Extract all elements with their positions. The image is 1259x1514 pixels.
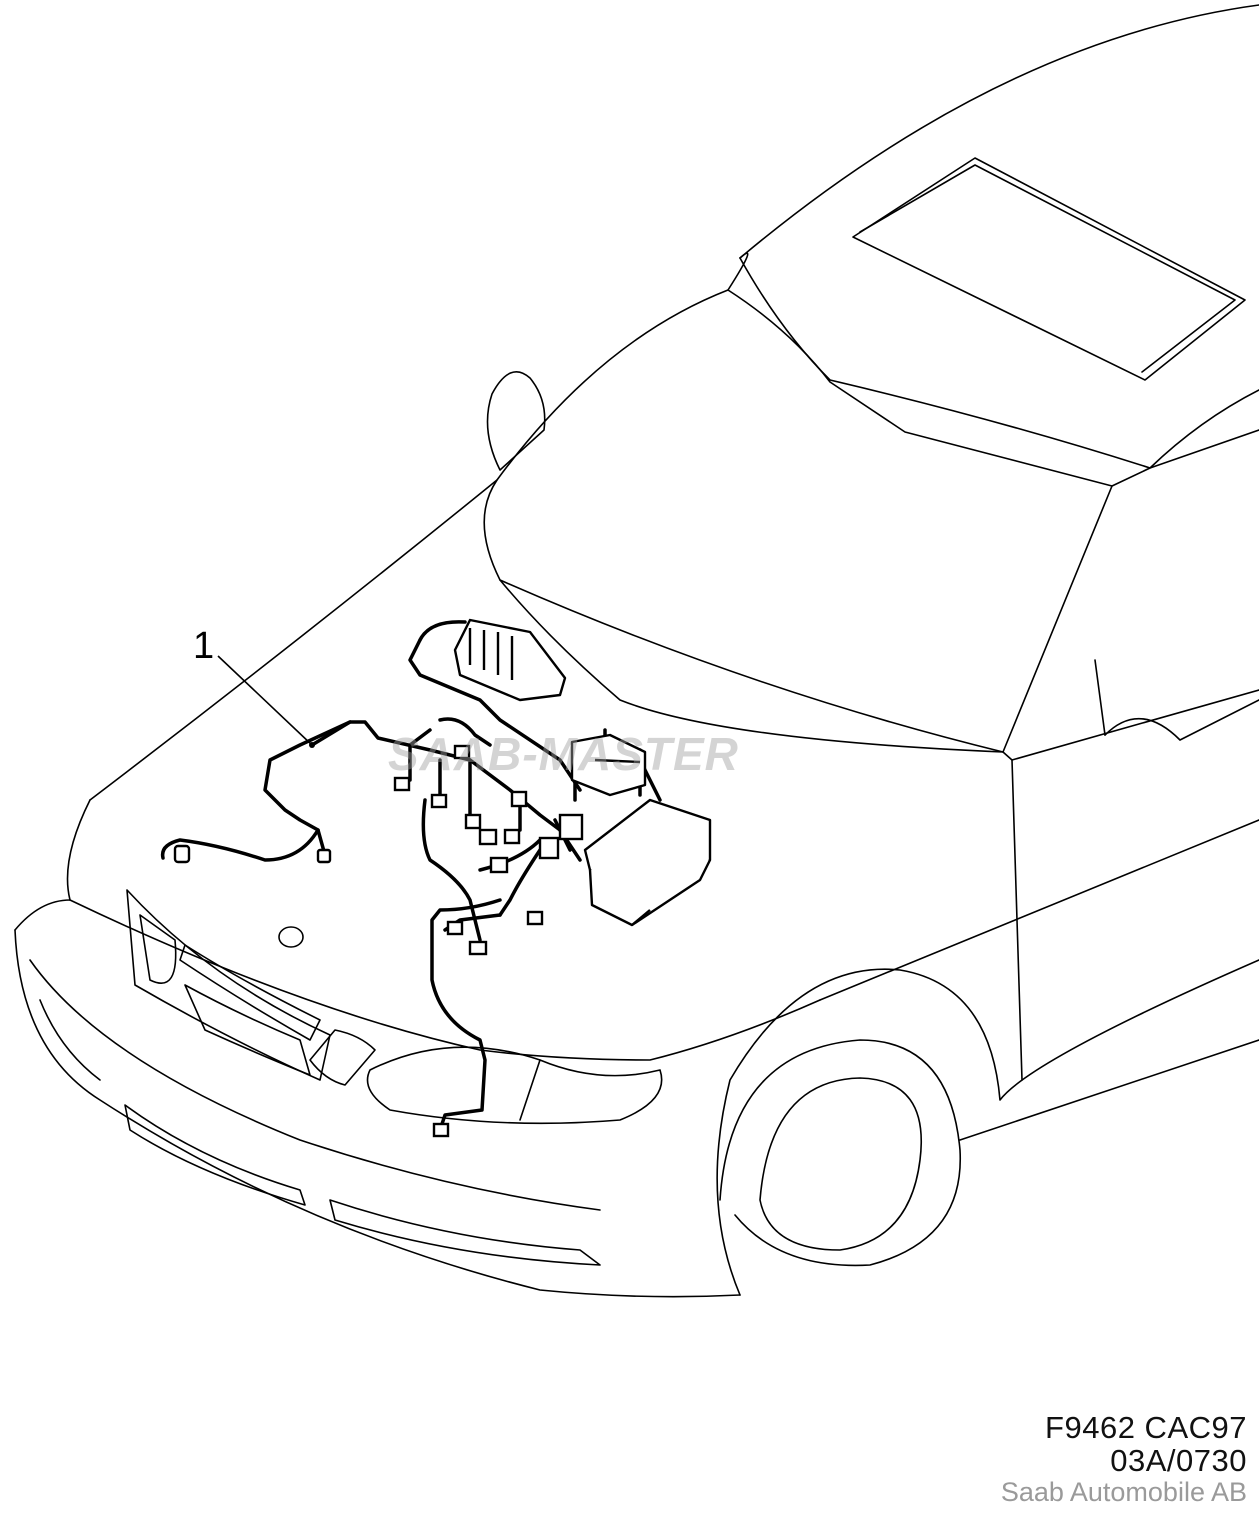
relay-box (570, 733, 647, 797)
engine-wiring-harness (160, 620, 662, 1132)
watermark: SAAB-MASTER (388, 728, 739, 780)
ignition-cover (453, 618, 567, 702)
figure-code: F9462 CAC97 (1045, 1410, 1247, 1445)
battery (583, 798, 712, 927)
car-body-outline (14, 4, 1259, 1298)
callout-1-label: 1 (193, 625, 214, 667)
harness-connectors (173, 744, 584, 1138)
manufacturer-credit: Saab Automobile AB (1000, 1477, 1247, 1507)
callout-1: 1 (193, 625, 315, 748)
figure-reference: 03A/0730 (1110, 1443, 1247, 1478)
